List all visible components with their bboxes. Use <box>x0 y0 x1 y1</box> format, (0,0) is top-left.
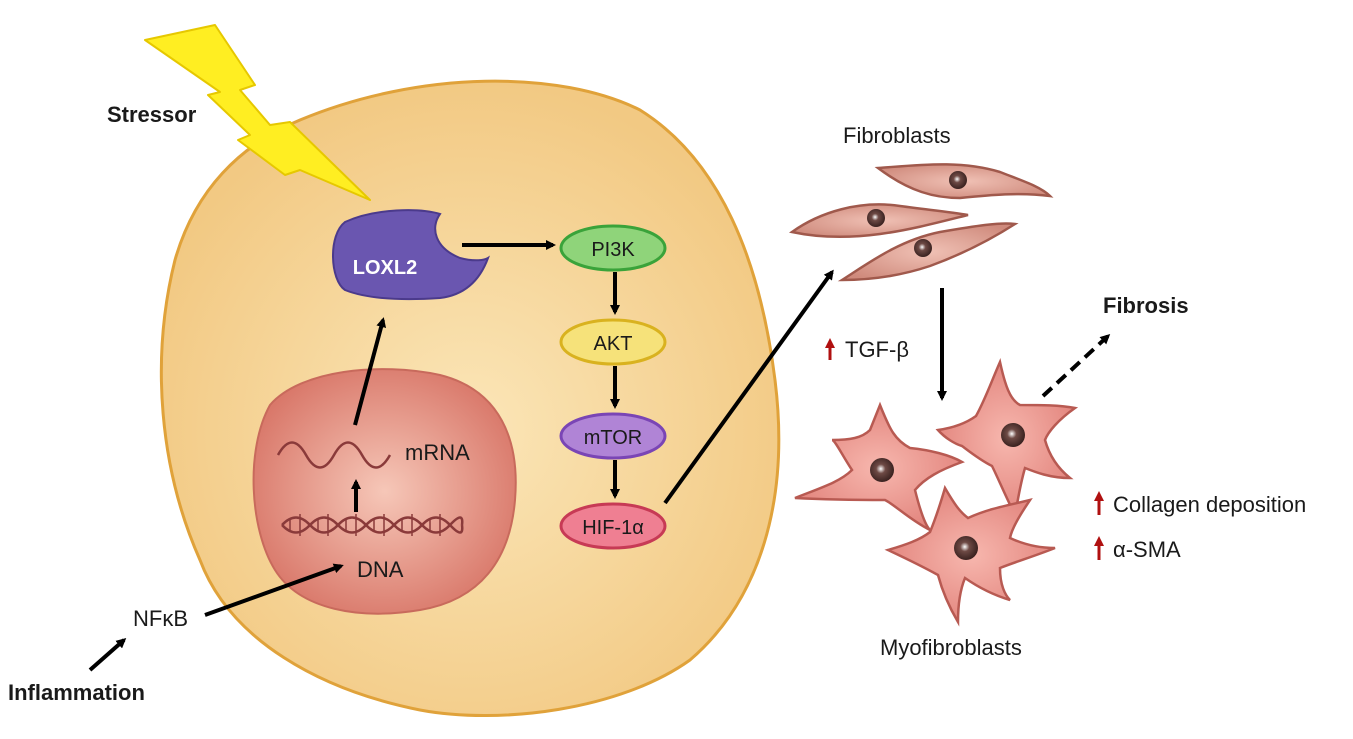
fibroblast-cells <box>788 163 1054 282</box>
svg-text:mTOR: mTOR <box>584 427 643 449</box>
myofibroblast-cells <box>794 358 1079 627</box>
mrna-wave <box>276 441 392 469</box>
arrow-hif1a-fibroblasts <box>663 269 834 505</box>
nucleus <box>252 368 517 615</box>
mrna-label: mRNA <box>405 440 470 465</box>
pathway-node-pi3k: PI3K <box>559 224 667 272</box>
arrow-nfkb-dna <box>204 563 344 617</box>
svg-text:AKT: AKT <box>594 333 633 355</box>
arrow-fibrosis <box>1041 333 1111 398</box>
dna-label: DNA <box>357 557 404 582</box>
pathway-node-akt: AKT <box>559 318 667 366</box>
lightning-icon <box>144 24 371 201</box>
pathway-node-mtor: mTOR <box>559 412 667 460</box>
stressor-label: Stressor <box>107 102 197 127</box>
loxl2-label: LOXL2 <box>353 257 417 279</box>
pathway-node-hif1a: HIF-1α <box>559 502 667 550</box>
nfkb-label: NFκB <box>133 606 188 631</box>
dna-helix <box>281 514 464 536</box>
svg-text:HIF-1α: HIF-1α <box>582 517 644 539</box>
svg-text:PI3K: PI3K <box>591 239 635 261</box>
asma-label: α-SMA <box>1113 537 1181 562</box>
collagen-label: Collagen deposition <box>1113 492 1306 517</box>
fibrosis-label: Fibrosis <box>1103 293 1189 318</box>
inflammation-label: Inflammation <box>8 680 145 705</box>
tgf-beta-label: TGF-β <box>845 337 909 362</box>
arrow-mrna-loxl2 <box>353 317 387 426</box>
loxl2-shape <box>332 209 490 301</box>
arrow-inflammation-nfkb <box>88 638 127 672</box>
fibroblasts-label: Fibroblasts <box>843 123 951 148</box>
myofibroblasts-label: Myofibroblasts <box>880 635 1022 660</box>
